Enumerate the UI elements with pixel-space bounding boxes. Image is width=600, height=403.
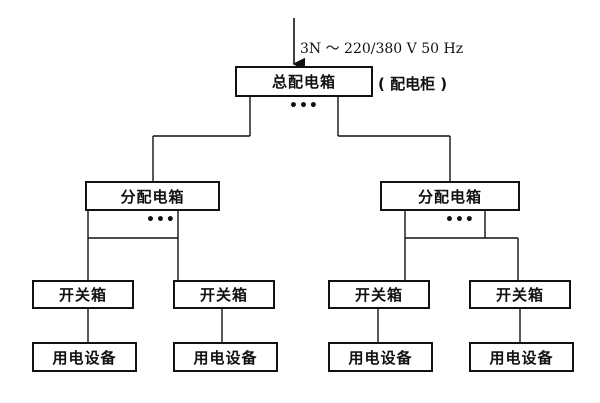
main-ellipsis: ••• <box>289 98 319 114</box>
switch-box-1: 开关箱 <box>32 280 134 309</box>
sub-distribution-box-right: 分配电箱 <box>380 181 520 211</box>
equipment-2: 用电设备 <box>173 342 278 372</box>
left-sub-ellipsis: ••• <box>146 212 176 228</box>
switch-box-2: 开关箱 <box>173 280 275 309</box>
switch-box-4: 开关箱 <box>469 280 571 309</box>
main-distribution-box: 总配电箱 <box>235 66 373 97</box>
equipment-4: 用电设备 <box>469 342 574 372</box>
equipment-1: 用电设备 <box>32 342 137 372</box>
switch-box-3: 开关箱 <box>328 280 430 309</box>
sub-distribution-box-left: 分配电箱 <box>85 181 220 211</box>
equipment-3: 用电设备 <box>328 342 433 372</box>
main-box-note: ( 配电柜 ) <box>378 75 448 93</box>
supply-label: 3N ～ 220/380 V 50 Hz <box>300 41 464 57</box>
right-sub-ellipsis: ••• <box>445 212 475 228</box>
